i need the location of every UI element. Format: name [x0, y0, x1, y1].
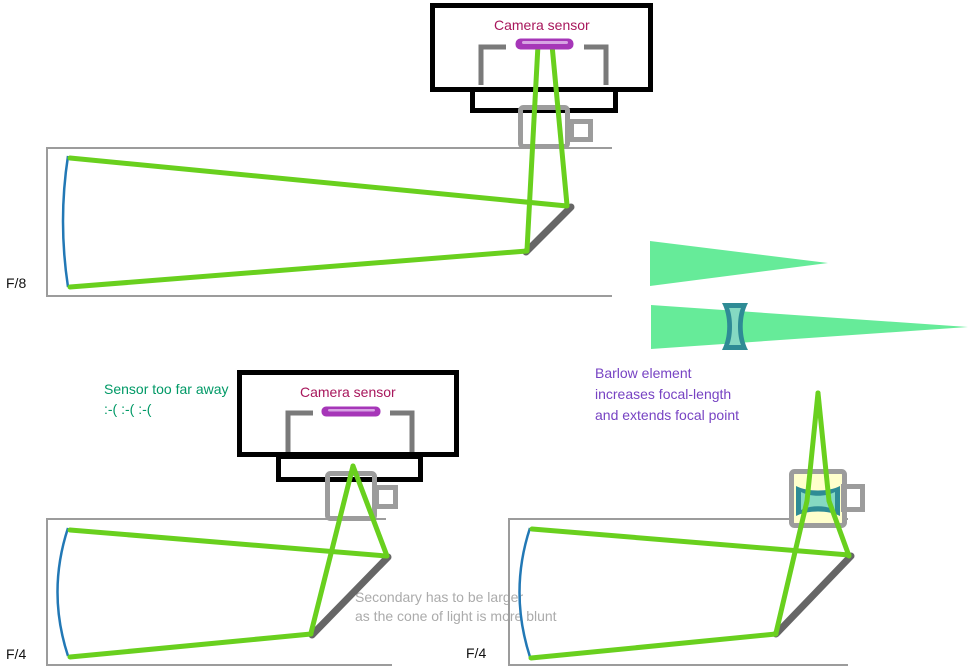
f8-primary-mirror	[61, 155, 70, 288]
f8-camera-adapter	[470, 87, 618, 113]
f4-left-camera-sensor-label: Camera sensor	[300, 384, 396, 400]
f4-left-focal-ratio-label: F/4	[6, 646, 27, 662]
f8-camera-sensor-label: Camera sensor	[494, 17, 590, 33]
f8-ray-bottom	[67, 248, 530, 290]
f4-left-telescope-tube	[46, 518, 392, 666]
f8-sensor-bracket-right	[584, 44, 609, 85]
barlow-lens-in-focuser-inner	[801, 492, 835, 510]
f8-ray-up-right	[549, 42, 570, 208]
f8-focal-ratio-label: F/8	[6, 275, 27, 291]
barlow-lens-in-focuser	[796, 486, 840, 516]
f8-sensor-bracket-left	[478, 44, 506, 85]
f8-focuser-knob	[569, 119, 593, 142]
f4-right-focal-ratio-label: F/4	[466, 645, 487, 661]
f8-focuser-drawtube	[518, 105, 570, 149]
f4-left-sensor-bracket-left	[285, 410, 313, 452]
sensor-too-far-line2: :-( :-( :-(	[104, 401, 152, 417]
f4-left-sensor-bracket-right	[390, 410, 415, 452]
f8-light-rays	[67, 42, 570, 290]
f4-left-ray-up-left	[308, 463, 356, 636]
f4-right-focuser-knob	[841, 484, 865, 512]
f8-secondary-mirror	[522, 203, 575, 256]
f4-right-telescope-tube	[508, 518, 848, 666]
f4-right-ray-top	[529, 526, 852, 558]
f8-camera-sensor-highlight	[522, 41, 568, 44]
f8-ray-top	[67, 155, 570, 209]
f4-left-camera-sensor-bar	[321, 406, 381, 417]
f4-right-secondary-mirror	[772, 552, 855, 638]
f4-left-ray-top	[67, 527, 389, 559]
focal-cone-plain	[650, 241, 828, 286]
f8-telescope-tube	[46, 147, 612, 297]
secondary-size-note-line1: Secondary has to be larger	[355, 589, 524, 605]
barlow-note-line2: increases focal-length	[595, 386, 732, 402]
f4-right-ray-up-left	[773, 390, 821, 636]
f4-left-light-rays	[67, 463, 390, 660]
f4-left-ray-bottom	[67, 631, 314, 660]
barlow-lens-standalone	[722, 303, 748, 350]
barlow-lens-standalone-inner	[729, 308, 741, 345]
barlow-note-line3: and extends focal point	[595, 407, 739, 423]
sensor-too-far-note: Sensor too far away :-( :-( :-(	[104, 379, 229, 419]
f4-right-light-rays	[528, 390, 852, 661]
secondary-size-note-line2: as the cone of light is more blunt	[355, 608, 557, 624]
focal-cone-with-barlow	[651, 305, 968, 349]
f4-left-camera-adapter	[276, 454, 423, 482]
f4-left-primary-mirror	[56, 527, 70, 657]
barlow-note: Barlow element increases focal-length an…	[595, 363, 739, 426]
secondary-size-note: Secondary has to be larger as the cone o…	[355, 588, 557, 626]
sensor-too-far-line1: Sensor too far away	[104, 381, 229, 397]
f4-right-ray-up-right	[815, 390, 852, 559]
f4-right-focuser-drawtube	[789, 469, 847, 528]
f4-left-focuser-drawtube	[325, 471, 377, 521]
f4-left-camera-sensor-highlight	[328, 409, 375, 412]
f4-left-focuser-knob	[374, 485, 398, 509]
barlow-note-line1: Barlow element	[595, 365, 692, 381]
f8-camera-sensor-bar	[515, 38, 574, 50]
f4-right-ray-bottom	[528, 631, 779, 661]
f4-left-ray-up-right	[350, 463, 390, 559]
f8-ray-up-left	[524, 42, 541, 253]
